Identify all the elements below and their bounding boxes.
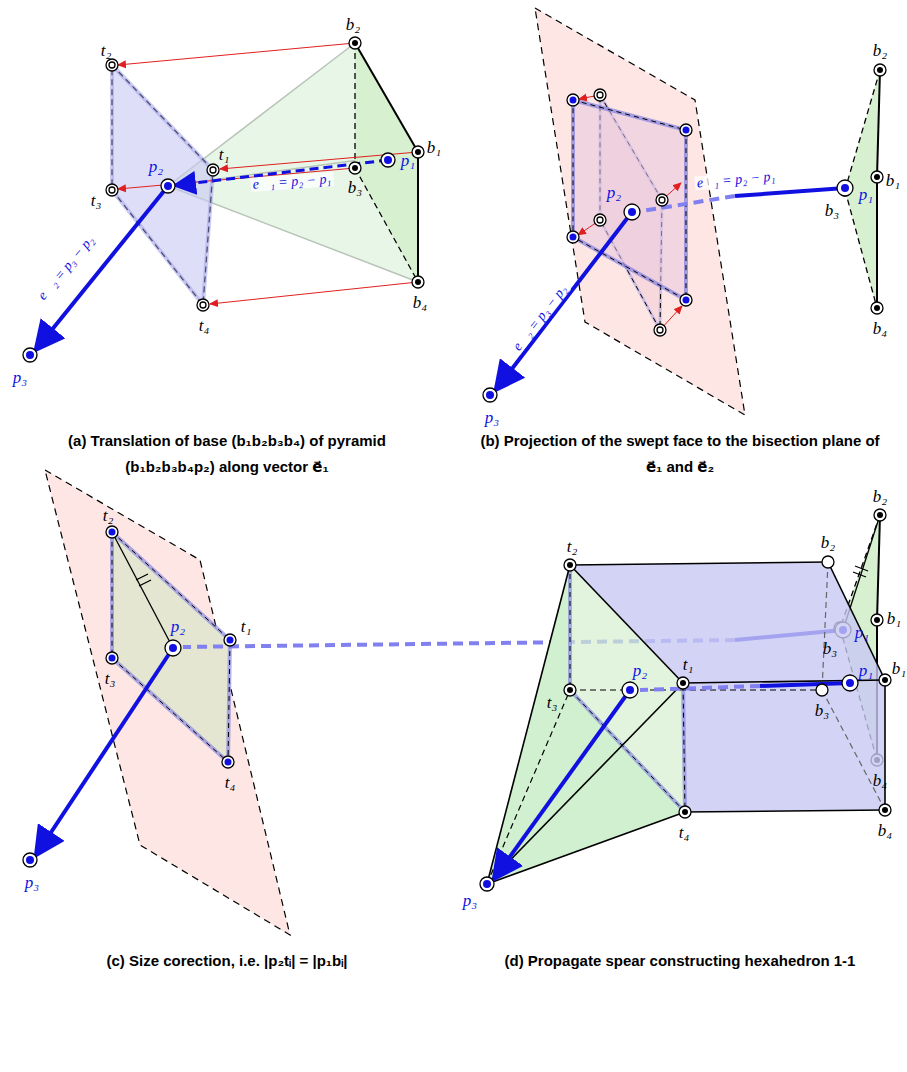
point-label: p₁ [855, 624, 869, 641]
point-label: t₁ [219, 146, 230, 163]
point-label: b₄ [413, 294, 427, 311]
point-label: p₂ [149, 158, 163, 175]
subfigure-caption: (a) Translation of base (b₁b₂b₃b₄) of py… [27, 428, 427, 481]
subfigure-caption: (d) Propagate spear constructing hexahed… [480, 948, 880, 974]
point-label: t₂ [103, 507, 114, 524]
vector-label: e⃗₂ = p₃ − p₂ [34, 232, 98, 304]
point-label: t₃ [105, 670, 116, 687]
point-label: b₃ [348, 179, 362, 196]
point-label: b₁ [886, 172, 900, 189]
point-label: b₄ [873, 772, 887, 789]
subfigure-caption: (b) Projection of the swept face to the … [480, 428, 880, 481]
point-label: t₂ [567, 538, 578, 555]
point-label: t₄ [225, 774, 236, 791]
point-label: b₁ [427, 139, 441, 156]
point-label: p₁ [859, 662, 873, 679]
point-label: p₁ [401, 152, 415, 169]
point-label: b₃ [825, 202, 839, 219]
vector-label: e⃗₂ = p₃ − p₂ [509, 281, 571, 355]
point-label: p₃ [25, 874, 39, 891]
point-label: b₂ [873, 488, 887, 505]
point-label: t₄ [679, 824, 690, 841]
point-label: t₃ [91, 192, 102, 209]
point-label: t₂ [101, 42, 112, 59]
point-label: t₁ [241, 618, 252, 635]
point-label: b₄ [878, 822, 892, 839]
point-label: p₂ [607, 184, 621, 201]
point-label: b₂ [346, 16, 360, 33]
point-label: t₄ [199, 317, 210, 334]
point-label: p₃ [13, 369, 27, 386]
subfigure-caption: (c) Size corection, i.e. |p₂tᵢ| = |p₁bᵢ| [27, 948, 427, 974]
point-label: b₃ [815, 702, 829, 719]
point-markers [23, 37, 424, 362]
point-label: p₂ [633, 662, 647, 679]
point-label: b₂ [873, 42, 887, 59]
point-label: b₁ [887, 610, 901, 627]
point-label: b₂ [821, 534, 835, 551]
point-label: t₃ [547, 694, 558, 711]
point-label: p₁ [859, 186, 873, 203]
point-label: p₃ [463, 892, 477, 909]
point-label: p₃ [485, 409, 499, 426]
point-label: t₁ [683, 656, 694, 673]
point-label: b₃ [823, 640, 837, 657]
point-label: b₁ [892, 660, 906, 677]
point-label: p₂ [171, 618, 185, 635]
point-label: b₄ [873, 320, 887, 337]
